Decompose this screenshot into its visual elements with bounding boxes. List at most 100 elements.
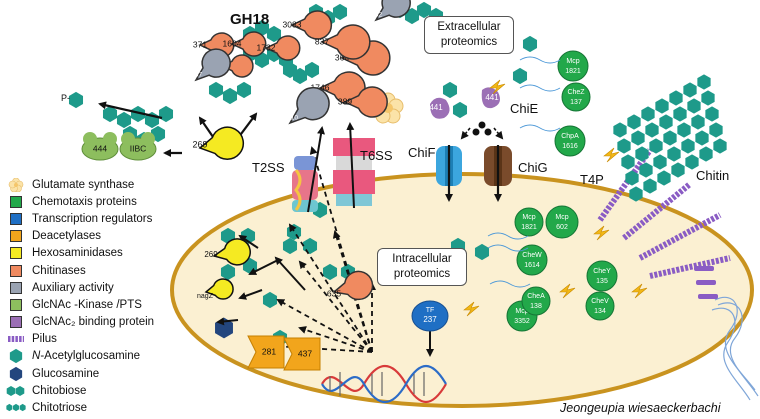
chitinase-label: 1604 — [223, 38, 242, 48]
chig-transporter — [484, 145, 512, 202]
auxiliary-top-label: AA2 — [370, 12, 383, 19]
chitin-unit — [671, 162, 685, 178]
legend-item: Transcription regulators — [6, 210, 206, 227]
auxiliary-bottom-label: 1157 — [367, 20, 385, 29]
hexosaminidase-nagz — [204, 278, 234, 300]
chitin-unit — [635, 146, 649, 162]
pts-label: 444 — [93, 143, 107, 153]
chemotaxis-top-label: Mcp — [522, 214, 535, 221]
signal-bolt — [559, 283, 576, 299]
lightning-bolts — [463, 79, 648, 317]
hexosaminidase-label: 269 — [192, 139, 207, 149]
chitinase-1604 — [230, 31, 267, 57]
legend-item: Hexosaminidases — [6, 245, 206, 262]
intracellular-proteomics-box: Intracellular proteomics — [377, 248, 467, 286]
chitinase-label: 1732 — [257, 42, 276, 52]
deacetylase-label: 437 — [298, 348, 312, 358]
t4p-label: T4P — [580, 172, 604, 187]
legend-label: Chemotaxis proteins — [32, 195, 137, 208]
glcnac-hexagon — [220, 263, 236, 281]
legend-label: N-Acetylglucosamine — [32, 350, 141, 363]
chitin-unit — [663, 130, 677, 146]
deacetylase-437 — [283, 337, 321, 371]
glcnac-hexagon — [282, 237, 298, 255]
t6ss-label: T6SS — [360, 148, 393, 163]
glcnac-hexagon — [452, 101, 468, 119]
legend-item: Pilus — [6, 331, 206, 348]
legend-label: Hexosaminidases — [32, 247, 123, 260]
chemotaxis-protein-mcp — [514, 207, 544, 237]
legend-swatch-square — [6, 195, 26, 208]
chemotaxis-protein-chev — [585, 291, 615, 321]
legend-item: Chemotaxis proteins — [6, 193, 206, 210]
glcnac-hexagon — [222, 87, 238, 105]
legend-swatch-square — [6, 264, 26, 277]
signal-bolt — [593, 225, 610, 241]
auxiliary-bottom-label: 2906 — [187, 80, 205, 89]
glcnac-hexagon — [304, 61, 320, 79]
chitin-unit — [657, 170, 671, 186]
chemotaxis-bottom-label: 135 — [596, 278, 608, 285]
type-iv-pili — [597, 148, 731, 279]
chitinase-1732 — [264, 35, 301, 61]
intracellular-line1: Intracellular — [392, 253, 452, 265]
binding-protein-label: 441 — [429, 103, 443, 112]
chemotaxis-bottom-label: 138 — [530, 303, 542, 310]
chitinase-635 — [220, 54, 254, 78]
legend-item: Glucosamine — [6, 365, 206, 382]
chemotaxis-bottom-label: 1614 — [524, 262, 540, 269]
chitin-unit — [687, 98, 701, 114]
t2ss-label: T2SS — [252, 160, 285, 175]
glcnac-hexagon — [404, 7, 420, 25]
legend-label: Glutamate synthase — [32, 178, 135, 191]
phospho-label: P- — [61, 93, 70, 103]
chie-label: ChiE — [510, 101, 539, 116]
tf-top-label: TF — [426, 307, 435, 314]
legend-label: Glucosamine — [32, 367, 100, 380]
glcnac-hexagon — [292, 67, 308, 85]
legend-label: GlcNAc₂ binding protein — [32, 316, 155, 329]
chitin-unit — [653, 154, 667, 170]
gh18-label: GH18 — [230, 11, 269, 28]
glcnac-hexagon — [322, 263, 338, 281]
glcnac-hexagon — [102, 105, 118, 123]
chitinase-label: 1746 — [311, 82, 330, 92]
chemotaxis-top-label: CheY — [593, 268, 611, 275]
chitinase-label: 837 — [315, 36, 329, 46]
glcnac-hexagon — [512, 67, 528, 85]
legend-item: Chitotriose — [6, 399, 206, 416]
legend-swatch-pilus-icon — [6, 333, 26, 346]
legend-swatch-square — [6, 281, 26, 294]
glcnac-hexagon — [158, 105, 174, 123]
glcnac-hexagon — [68, 91, 84, 109]
legend-item: N-Acetylglucosamine — [6, 348, 206, 365]
chemotaxis-bottom-label: 137 — [570, 99, 582, 106]
legend-label: Chitinases — [32, 264, 86, 277]
legend-swatch-square — [6, 230, 26, 243]
chitin-unit — [625, 170, 639, 186]
signal-lines — [487, 56, 561, 288]
legend-swatch-chitotriose-icon — [6, 402, 26, 415]
glcnac-hexagon — [332, 3, 348, 21]
chitinase-inner — [332, 270, 374, 301]
chitin-unit — [667, 146, 681, 162]
legend-label: Auxiliary activity — [32, 281, 114, 294]
glcnac-hexagon — [254, 19, 270, 37]
chitin-unit — [639, 162, 653, 178]
chif-label: ChiF — [408, 145, 436, 160]
chig-label: ChiG — [518, 160, 548, 175]
chitin-unit — [631, 130, 645, 146]
signal-bolt — [463, 301, 480, 317]
legend-swatch-square — [6, 247, 26, 260]
deacetylase-281 — [247, 335, 285, 369]
chitin-unit — [683, 82, 697, 98]
chemotaxis-protein-chew — [516, 244, 548, 276]
chemotaxis-top-label: ChpA — [561, 133, 579, 140]
flagellum — [711, 296, 759, 401]
chitinase-inner-label: 635 — [327, 288, 341, 298]
auxiliary-activity-2906 — [194, 48, 231, 82]
auxiliary-activity-1157 — [374, 0, 411, 22]
glcnac-hexagon — [442, 81, 458, 99]
chemotaxis-bottom-label: 1821 — [565, 68, 581, 75]
